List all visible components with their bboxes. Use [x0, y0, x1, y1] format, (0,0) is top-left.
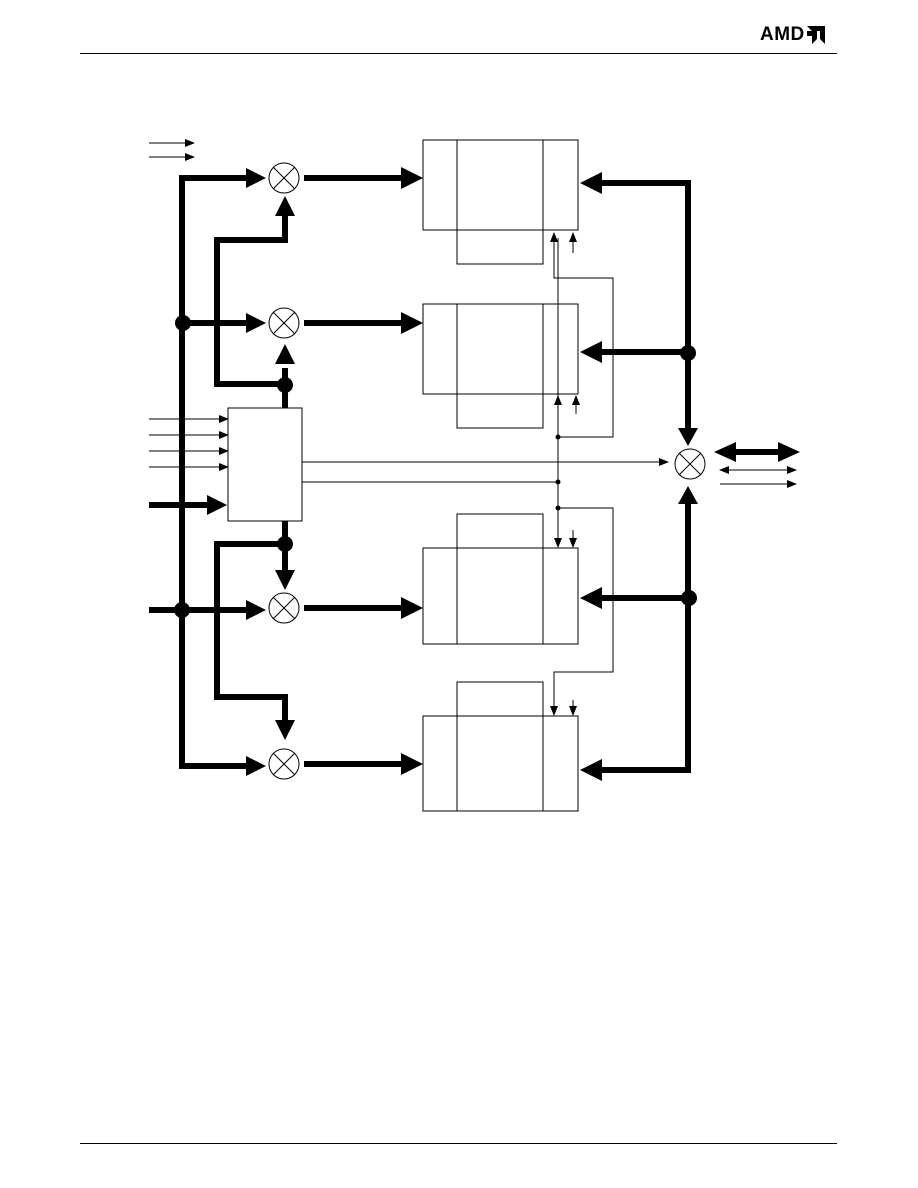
gate-2	[268, 307, 300, 339]
top-left-signals	[149, 139, 195, 161]
gate-4	[268, 748, 300, 780]
footer-rule	[80, 1143, 837, 1144]
memory-block-4	[422, 681, 579, 812]
brand-wordmark: AMD	[760, 24, 805, 45]
control-line-junctions	[555, 434, 561, 511]
left-bus-arrowheads	[207, 168, 295, 776]
amd-arrow-logo-icon	[806, 26, 825, 44]
control-line-arrows	[550, 232, 580, 716]
output-signals	[719, 466, 797, 488]
gate-to-memory-buses	[304, 175, 403, 767]
output-gate	[674, 448, 706, 480]
memory-block-3	[422, 513, 579, 645]
gate-1	[268, 162, 300, 194]
memory-block-2	[422, 303, 579, 429]
right-bus-arrowheads	[580, 172, 800, 781]
gate-3	[268, 592, 300, 624]
control-logic-block	[227, 407, 303, 522]
amd-logo: AMD	[760, 24, 825, 46]
control-lines	[302, 238, 669, 712]
left-bus-junctions	[174, 315, 293, 618]
right-bus-junctions	[680, 345, 697, 606]
gate-to-memory-arrowheads	[401, 167, 423, 775]
left-gates	[268, 162, 300, 780]
memory-block-1	[422, 139, 579, 265]
header-rule	[80, 53, 837, 54]
control-input-signals	[149, 415, 229, 471]
